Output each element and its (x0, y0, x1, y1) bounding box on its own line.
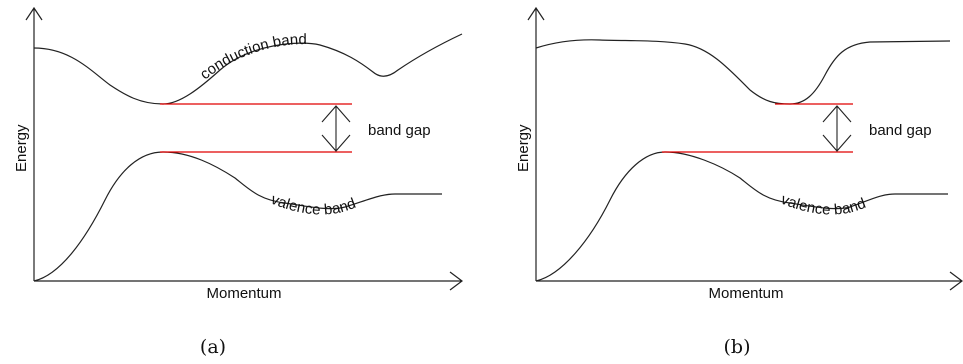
conduction-band-label-a: conduction band (197, 31, 307, 83)
valence-band-label-text-b: valence band (779, 191, 868, 219)
x-axis-a (34, 271, 463, 291)
x-axis-b (536, 271, 963, 291)
y-axis-a (25, 6, 43, 281)
panel-b: Energy Momentum band gap valence band (b… (515, 6, 963, 358)
x-axis-label-b: Momentum (708, 285, 783, 302)
y-axis-label-a: Energy (13, 124, 30, 172)
conduction-band-curve-a (33, 33, 463, 105)
x-axis-label-a: Momentum (206, 285, 281, 302)
caption-a: (a) (200, 336, 226, 358)
conduction-band-label-text-a: conduction band (197, 31, 307, 83)
valence-band-label-text-a: valence band (269, 191, 358, 219)
conduction-band-curve-b (535, 39, 951, 105)
valence-band-curve-a (33, 151, 442, 282)
gap-arrow-b (822, 105, 852, 152)
valence-band-label-b: valence band (779, 191, 868, 219)
gap-label-a: band gap (368, 122, 431, 139)
panel-a: Energy Momentum band gap conduction band… (13, 6, 463, 358)
valence-band-curve-b (535, 151, 948, 282)
y-axis-label-b: Energy (515, 124, 532, 172)
gap-label-b: band gap (869, 122, 932, 139)
gap-arrow-a (321, 105, 351, 152)
valence-band-label-a: valence band (269, 191, 358, 219)
y-axis-b (527, 6, 545, 281)
caption-b: (b) (724, 336, 751, 358)
